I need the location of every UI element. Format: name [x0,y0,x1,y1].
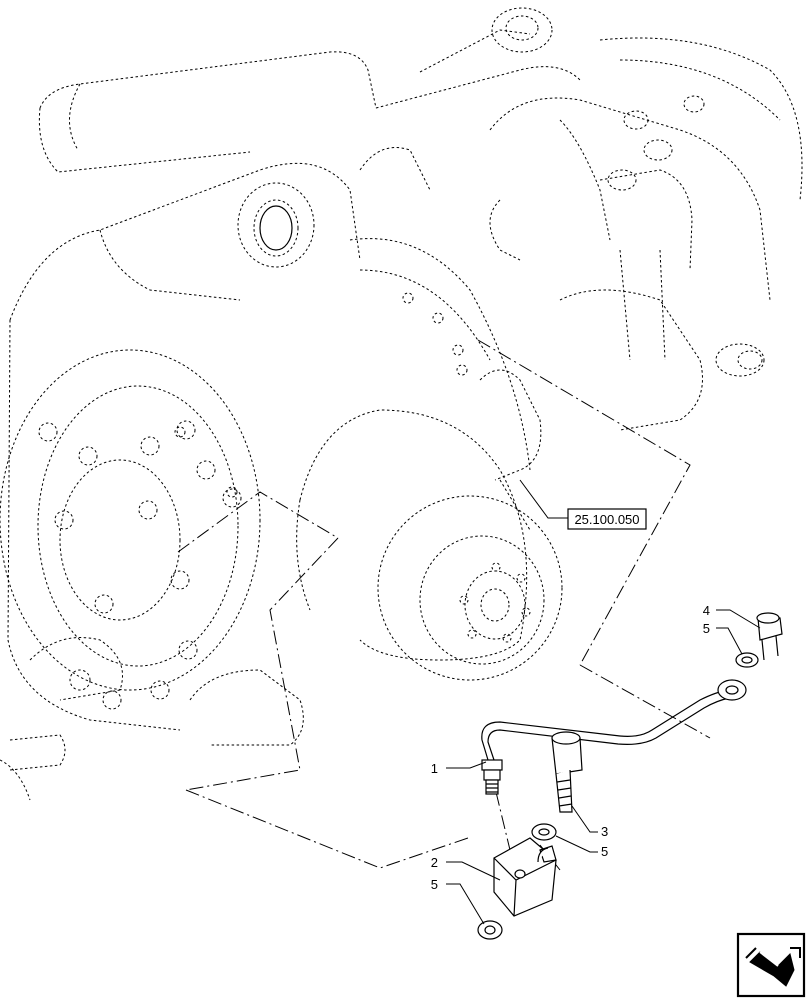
washer-upper [735,652,759,668]
reference-label[interactable]: 25.100.050 [519,479,647,530]
banjo-bolt-upper [756,612,783,661]
block-fitting [493,837,557,917]
callout-5-lower-left: 5 [431,877,438,892]
pipe-assembly [481,679,747,795]
banjo-bolt-lower [551,731,583,813]
washer-lower-left [477,920,503,940]
phantom-lines [177,339,711,871]
bent-arrow-icon[interactable] [736,932,806,998]
callout-1: 1 [431,761,438,776]
washer-lower-right [531,823,557,841]
ghost-bolt-ring [38,420,242,710]
callouts: 1 2 5 3 5 4 5 [431,603,761,925]
callout-3: 3 [601,824,608,839]
reference-label-text: 25.100.050 [574,512,639,527]
callout-5-right: 5 [601,844,608,859]
callout-5-upper: 5 [703,621,710,636]
ghost-axle-assembly [0,7,803,801]
callout-4: 4 [703,603,710,618]
callout-2: 2 [431,855,438,870]
